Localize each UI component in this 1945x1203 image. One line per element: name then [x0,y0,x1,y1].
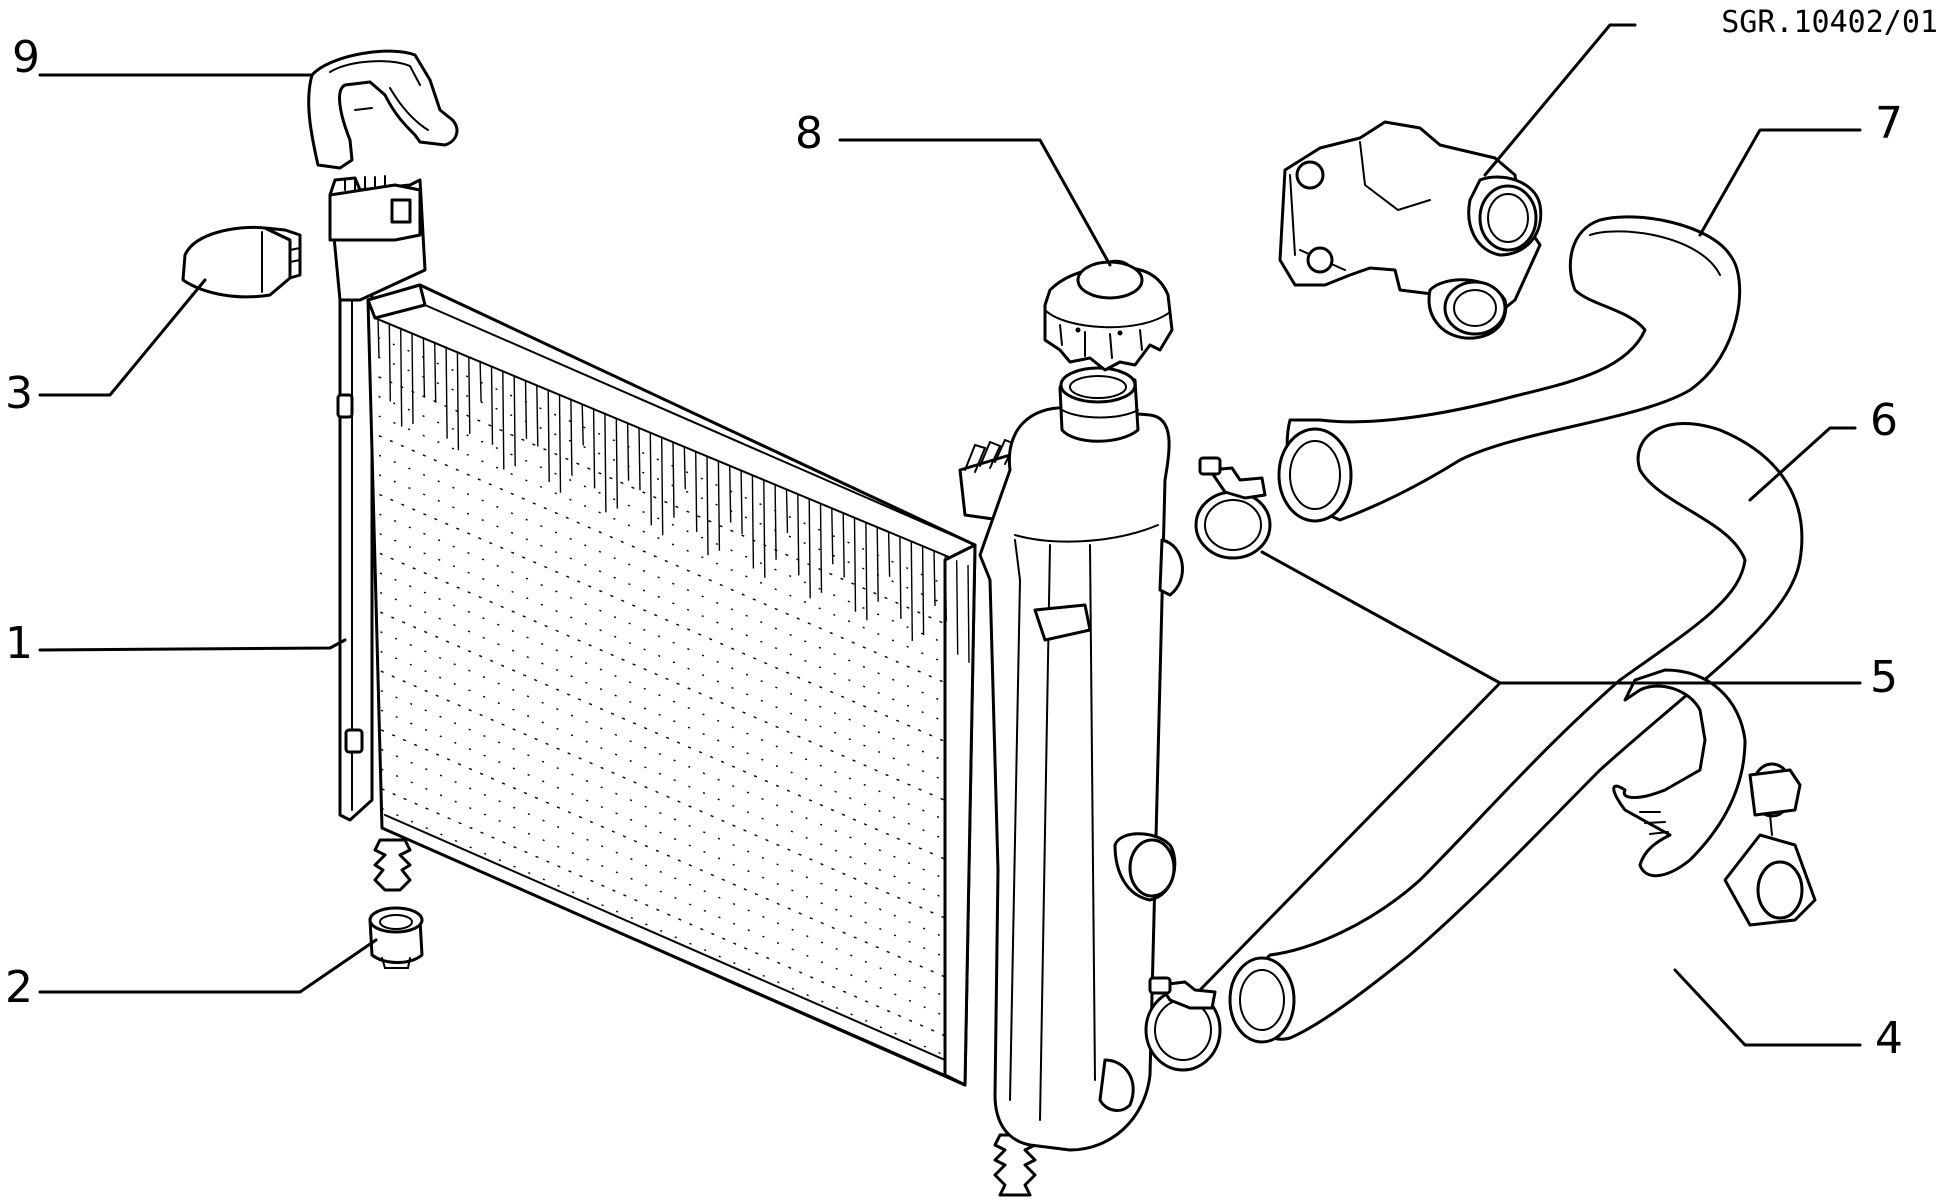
part-7-upper-hose [1277,215,1742,523]
leader-lines [38,23,1862,1047]
callout-2: 2 [5,962,33,1013]
callout-8: 8 [795,108,823,159]
part-6-lower-hose [1228,422,1804,1044]
part-4-retaining-clip [1612,668,1817,927]
part-3-rubber-buffer [181,225,302,299]
thermostat-housing [1278,120,1543,340]
drawing-reference-code: SGR.10402/01 [1721,5,1938,40]
part-5-hose-clamp-upper [1194,456,1272,560]
part-9-upper-bracket [307,49,459,170]
callout-labels: 9 3 1 2 8 7 6 5 4 [5,32,1903,1064]
callout-4: 4 [1875,1013,1903,1064]
callout-5: 5 [1870,652,1898,703]
callout-9: 9 [12,32,40,83]
part-8-pressure-cap [1043,259,1174,372]
expansion-tank [958,366,1184,1152]
callout-7: 7 [1875,98,1903,149]
callout-3: 3 [5,368,33,419]
callout-1: 1 [5,618,33,669]
radiator-core [328,175,1037,1197]
part-5-hose-clamp-lower [1144,976,1222,1072]
part-2-grommet [368,906,424,969]
callout-6: 6 [1870,395,1898,446]
